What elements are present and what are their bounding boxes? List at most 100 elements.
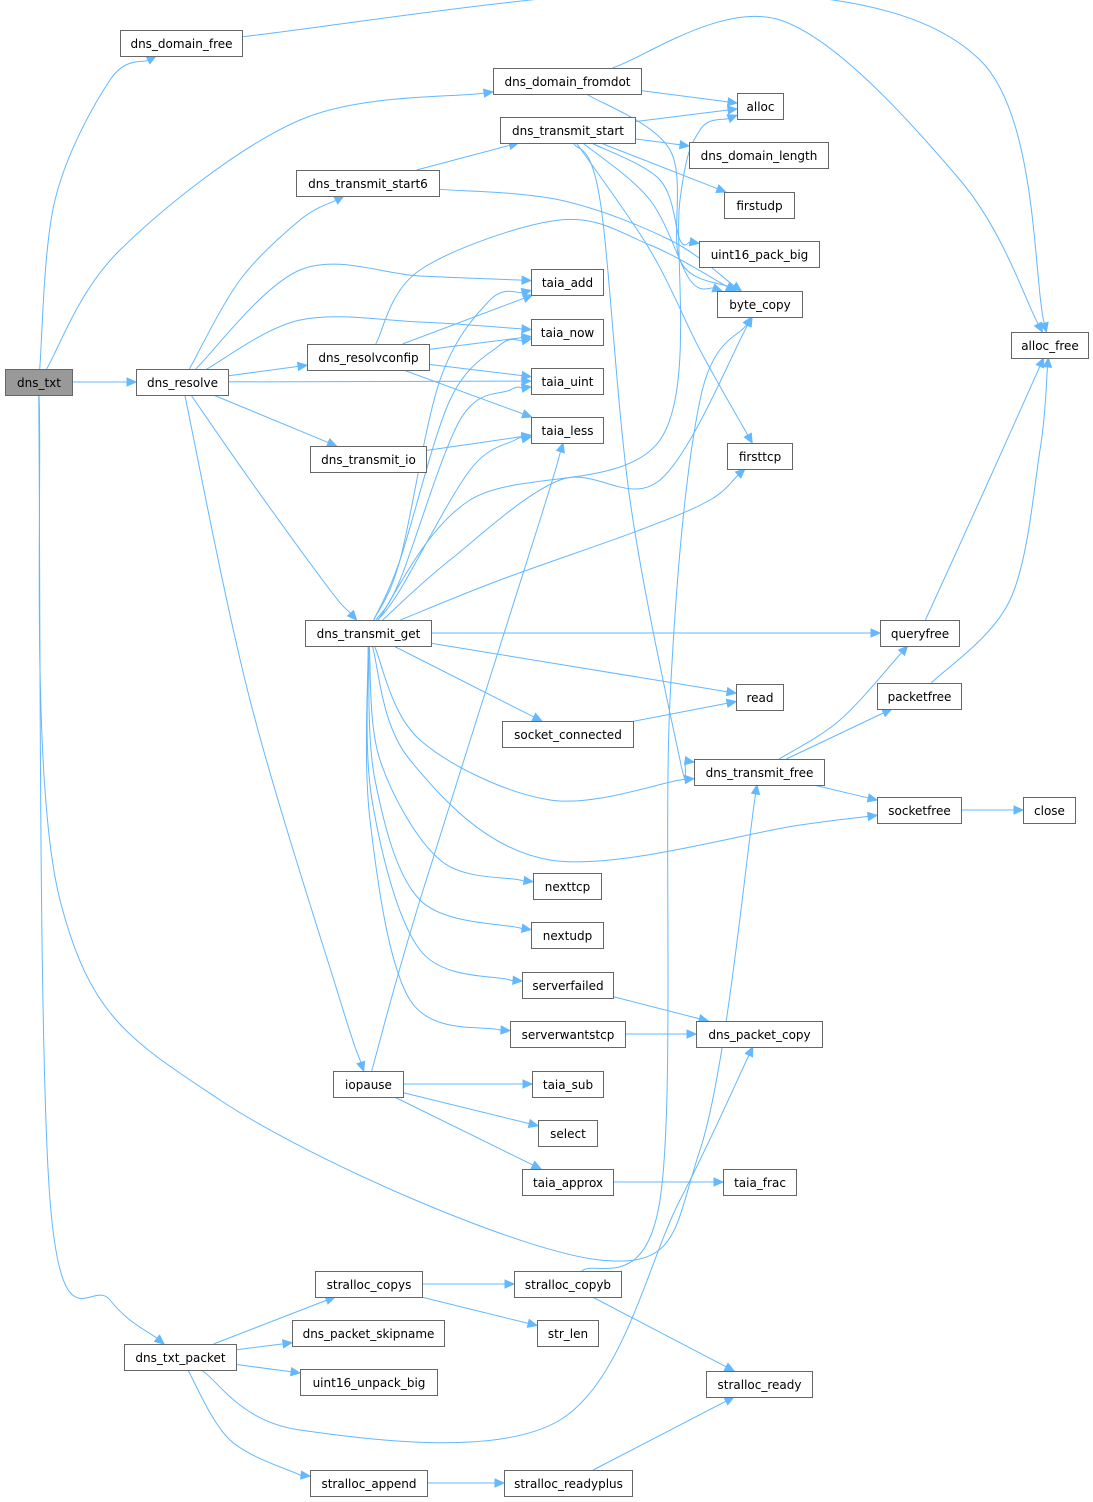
node-box[interactable]	[522, 972, 614, 999]
node-dns_domain_length[interactable]: dns_domain_length	[689, 142, 829, 169]
node-uint16_unpack_big[interactable]: uint16_unpack_big	[300, 1369, 438, 1396]
node-dns_domain_fromdot[interactable]: dns_domain_fromdot	[493, 68, 642, 95]
edge-line	[632, 702, 728, 722]
node-close[interactable]: close	[1023, 797, 1076, 824]
node-alloc[interactable]: alloc	[737, 93, 784, 120]
arrowhead-icon	[881, 708, 893, 718]
node-socketfree[interactable]: socketfree	[877, 797, 962, 824]
node-box[interactable]	[493, 68, 642, 95]
node-box[interactable]	[120, 30, 243, 57]
node-taia_uint[interactable]: taia_uint	[531, 368, 604, 395]
node-box[interactable]	[877, 797, 962, 824]
node-box[interactable]	[5, 369, 73, 396]
node-dns_packet_skipname[interactable]: dns_packet_skipname	[292, 1320, 445, 1347]
node-iopause[interactable]: iopause	[333, 1071, 404, 1098]
node-box[interactable]	[1011, 332, 1089, 359]
node-box[interactable]	[500, 117, 636, 144]
node-taia_less[interactable]: taia_less	[531, 417, 604, 444]
node-read[interactable]: read	[736, 684, 784, 711]
node-box[interactable]	[696, 1021, 823, 1048]
node-dns_resolve[interactable]: dns_resolve	[136, 369, 229, 396]
node-uint16_pack_big[interactable]: uint16_pack_big	[699, 241, 820, 268]
node-box[interactable]	[531, 922, 604, 949]
node-box[interactable]	[532, 1071, 604, 1098]
arrowhead-icon	[726, 114, 739, 124]
arrowhead-icon	[866, 811, 879, 822]
node-taia_sub[interactable]: taia_sub	[532, 1071, 604, 1098]
node-box[interactable]	[531, 319, 604, 346]
node-box[interactable]	[300, 1369, 438, 1396]
node-taia_now[interactable]: taia_now	[531, 319, 604, 346]
node-box[interactable]	[307, 344, 430, 371]
node-serverwantstcp[interactable]: serverwantstcp	[510, 1021, 626, 1048]
node-box[interactable]	[296, 170, 440, 197]
node-box[interactable]	[1023, 797, 1076, 824]
node-stralloc_copys[interactable]: stralloc_copys	[315, 1271, 423, 1298]
node-box[interactable]	[724, 192, 795, 219]
node-box[interactable]	[531, 417, 604, 444]
node-box[interactable]	[537, 1320, 599, 1347]
node-taia_frac[interactable]: taia_frac	[723, 1169, 797, 1196]
node-box[interactable]	[502, 721, 634, 748]
node-packetfree[interactable]: packetfree	[877, 683, 962, 710]
node-stralloc_append[interactable]: stralloc_append	[310, 1470, 428, 1497]
node-box[interactable]	[510, 1021, 626, 1048]
node-box[interactable]	[292, 1320, 445, 1347]
node-taia_add[interactable]: taia_add	[531, 269, 604, 296]
node-firstudp[interactable]: firstudp	[724, 192, 795, 219]
node-box[interactable]	[538, 1120, 598, 1147]
node-box[interactable]	[533, 873, 602, 900]
node-dns_transmit_get[interactable]: dns_transmit_get	[305, 620, 432, 647]
node-dns_transmit_start[interactable]: dns_transmit_start	[500, 117, 636, 144]
node-nextudp[interactable]: nextudp	[531, 922, 604, 949]
node-stralloc_readyplus[interactable]: stralloc_readyplus	[504, 1470, 633, 1497]
node-box[interactable]	[136, 369, 229, 396]
node-select[interactable]: select	[538, 1120, 598, 1147]
node-dns_domain_free[interactable]: dns_domain_free	[120, 30, 243, 57]
node-box[interactable]	[877, 683, 962, 710]
node-taia_approx[interactable]: taia_approx	[522, 1169, 614, 1196]
edge-line	[592, 1400, 727, 1471]
node-box[interactable]	[717, 291, 803, 318]
node-box[interactable]	[531, 368, 604, 395]
node-box[interactable]	[124, 1344, 237, 1371]
node-firsttcp[interactable]: firsttcp	[727, 443, 793, 470]
node-box[interactable]	[504, 1470, 633, 1497]
node-dns_resolvconfip[interactable]: dns_resolvconfip	[307, 344, 430, 371]
node-byte_copy[interactable]: byte_copy	[717, 291, 803, 318]
node-box[interactable]	[514, 1271, 622, 1298]
node-box[interactable]	[310, 1470, 428, 1497]
node-box[interactable]	[531, 269, 604, 296]
node-box[interactable]	[699, 241, 820, 268]
node-dns_transmit_io[interactable]: dns_transmit_io	[310, 446, 427, 473]
node-stralloc_ready[interactable]: stralloc_ready	[706, 1371, 813, 1398]
node-nexttcp[interactable]: nexttcp	[533, 873, 602, 900]
node-dns_transmit_start6[interactable]: dns_transmit_start6	[296, 170, 440, 197]
node-box[interactable]	[736, 684, 784, 711]
node-box[interactable]	[333, 1071, 404, 1098]
node-box[interactable]	[727, 443, 793, 470]
node-box[interactable]	[723, 1169, 797, 1196]
node-serverfailed[interactable]: serverfailed	[522, 972, 614, 999]
node-dns_txt_packet[interactable]: dns_txt_packet	[124, 1344, 237, 1371]
node-dns_transmit_free[interactable]: dns_transmit_free	[694, 759, 825, 786]
node-box[interactable]	[737, 93, 784, 120]
edge-line	[640, 90, 729, 103]
node-box[interactable]	[880, 620, 960, 647]
node-box[interactable]	[305, 620, 432, 647]
node-stralloc_copyb[interactable]: stralloc_copyb	[514, 1271, 622, 1298]
node-socket_connected[interactable]: socket_connected	[502, 721, 634, 748]
node-box[interactable]	[315, 1271, 423, 1298]
node-dns_packet_copy[interactable]: dns_packet_copy	[696, 1021, 823, 1048]
node-queryfree[interactable]: queryfree	[880, 620, 960, 647]
node-box[interactable]	[689, 142, 829, 169]
node-box[interactable]	[706, 1371, 813, 1398]
node-str_len[interactable]: str_len	[537, 1320, 599, 1347]
edge-dns_transmit_start6-to-dns_transmit_start	[416, 140, 520, 171]
node-dns_txt[interactable]: dns_txt	[5, 369, 73, 396]
node-box[interactable]	[310, 446, 427, 473]
node-box[interactable]	[522, 1169, 614, 1196]
node-box[interactable]	[694, 759, 825, 786]
node-alloc_free[interactable]: alloc_free	[1011, 332, 1089, 359]
